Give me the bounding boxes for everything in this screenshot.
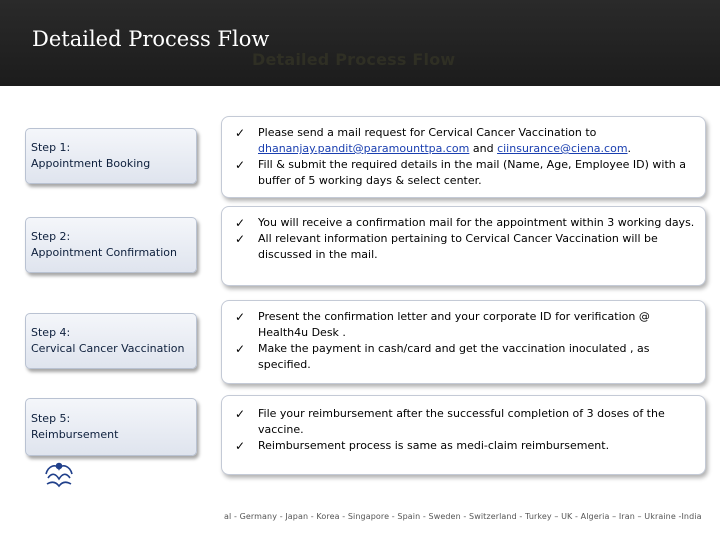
bullet-text: Fill & submit the required details in th… [258,158,687,187]
bullet-text: Make the payment in cash/card and get th… [258,342,650,371]
checkmark-icon: ✓ [235,342,246,356]
bullet-text-post: . [627,142,632,155]
checkmark-icon: ✓ [235,310,246,324]
step-4-bullet-2: ✓ Make the payment in cash/card and get … [232,341,697,373]
page-title-shadow: Detailed Process Flow [252,50,456,69]
bullet-text: Reimbursement process is same as medi-cl… [258,439,610,452]
step-1-bullet-1: ✓ Please send a mail request for Cervica… [232,125,697,157]
step-4-details: ✓ Present the confirmation letter and yo… [221,300,706,384]
checkmark-icon: ✓ [235,232,246,246]
step-5-bullet-2: ✓ Reimbursement process is same as medi-… [232,438,697,454]
step-5-label: Step 5: [31,412,71,425]
bullet-text: Present the confirmation letter and your… [258,310,650,339]
step-4-name: Cervical Cancer Vaccination [31,342,185,355]
bullet-text: All relevant information pertaining to C… [258,232,658,261]
bullet-text: File your reimbursement after the succes… [258,407,665,436]
step-5-box: Step 5: Reimbursement [25,398,197,456]
step-2-bullet-1: ✓ You will receive a confirmation mail f… [232,215,697,231]
page-title: Detailed Process Flow [32,27,270,51]
bullet-text: You will receive a confirmation mail for… [258,216,695,229]
bullet-text-pre: Please send a mail request for Cervical … [258,126,597,139]
step-2-details: ✓ You will receive a confirmation mail f… [221,206,706,286]
step-1-bullet-2: ✓ Fill & submit the required details in … [232,157,697,189]
bullet-text-mid: and [469,142,498,155]
checkmark-icon: ✓ [235,407,246,421]
step-2-label: Step 2: [31,230,71,243]
step-2-box: Step 2: Appointment Confirmation [25,217,197,273]
step-4-box: Step 4: Cervical Cancer Vaccination [25,313,197,369]
email-link-ciinsurance[interactable]: ciinsurance@ciena.com [497,142,628,155]
footer-country-list: al - Germany - Japan - Korea - Singapore… [224,512,702,521]
step-2-bullet-2: ✓ All relevant information pertaining to… [232,231,697,263]
step-1-label: Step 1: [31,141,71,154]
checkmark-icon: ✓ [235,216,246,230]
step-4-label: Step 4: [31,326,71,339]
step-5-details: ✓ File your reimbursement after the succ… [221,395,706,475]
step-1-name: Appointment Booking [31,157,151,170]
step-4-bullet-1: ✓ Present the confirmation letter and yo… [232,309,697,341]
step-5-bullet-1: ✓ File your reimbursement after the succ… [232,406,697,438]
step-5-name: Reimbursement [31,428,119,441]
email-link-dhananjay[interactable]: dhananjay.pandit@paramounttpa.com [258,142,470,155]
checkmark-icon: ✓ [235,126,246,140]
step-2-name: Appointment Confirmation [31,246,177,259]
step-1-box: Step 1: Appointment Booking [25,128,197,184]
step-1-details: ✓ Please send a mail request for Cervica… [221,116,706,198]
checkmark-icon: ✓ [235,439,246,453]
header-band: Detailed Process Flow Detailed Process F… [0,0,720,86]
company-logo-icon [45,462,73,488]
checkmark-icon: ✓ [235,158,246,172]
